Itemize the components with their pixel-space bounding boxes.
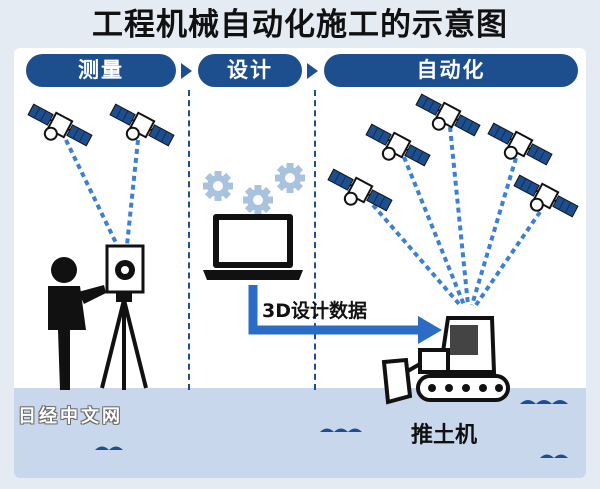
satellite-icon	[21, 100, 95, 158]
ground-area	[14, 388, 586, 478]
page-title: 工程机械自动化施工的示意图	[92, 7, 508, 43]
stage-arrow-2	[307, 63, 318, 79]
satellite-icon	[409, 90, 483, 148]
gear-icon	[203, 171, 233, 201]
satellite-icon	[481, 119, 555, 177]
surveyor-icon	[48, 257, 106, 390]
gear-icon	[275, 163, 305, 193]
total-station-icon	[100, 244, 148, 390]
satellite-icon	[359, 120, 433, 178]
stage-header-design: 设计	[198, 54, 302, 87]
divider-2	[314, 90, 316, 390]
stage-arrow-1	[181, 63, 192, 79]
watermark: 日经中文网	[18, 406, 123, 427]
divider-1	[188, 90, 190, 390]
survey-signal-lines	[64, 139, 140, 246]
automation-signal-lines	[371, 126, 542, 307]
satellite-icon	[103, 100, 177, 158]
satellite-icon	[507, 171, 581, 229]
dirt-piles	[95, 400, 568, 458]
data-flow-arrow	[248, 285, 442, 344]
stage-header-automation: 自动化	[324, 54, 578, 87]
gear-icon	[243, 185, 273, 215]
machine-label: 推土机	[411, 423, 478, 448]
bulldozer-icon	[381, 316, 510, 405]
stage-header-survey: 测量	[26, 54, 176, 87]
laptop-icon	[203, 214, 303, 280]
flow-label: 3D设计数据	[262, 300, 367, 322]
